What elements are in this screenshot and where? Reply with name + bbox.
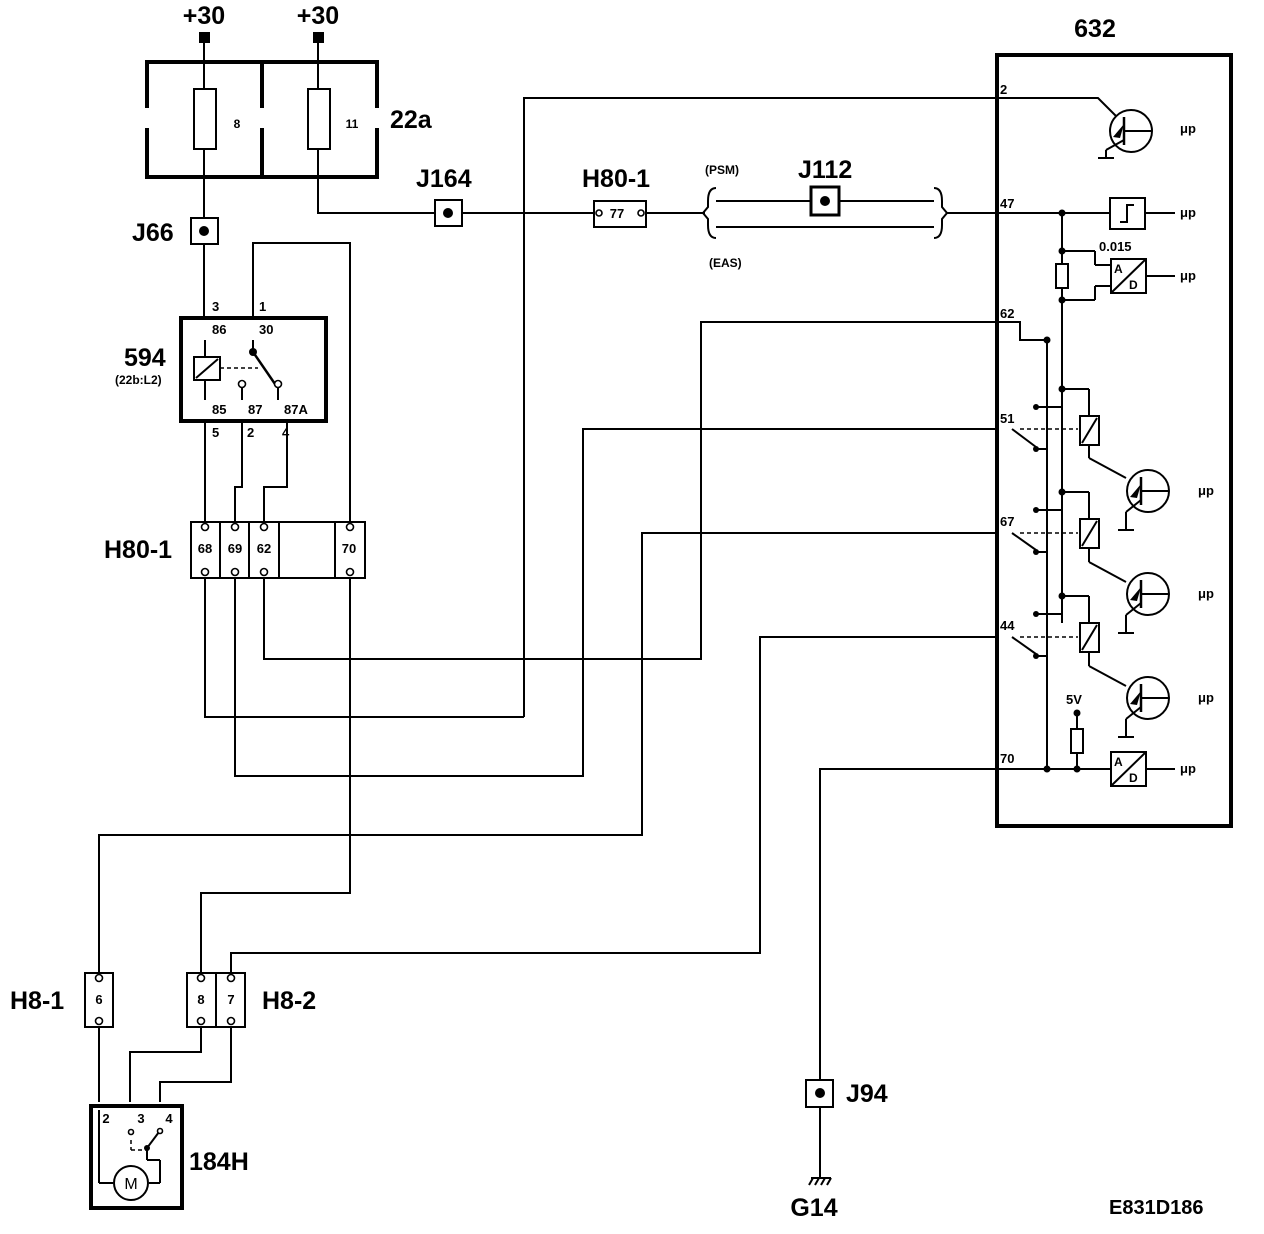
motor-switch-icon	[146, 1131, 160, 1149]
uc-label-6: μp	[1198, 690, 1214, 705]
splice-j164-label: J164	[416, 165, 472, 193]
pullup-resistor-icon	[1070, 728, 1084, 754]
splice-j66: J66	[132, 217, 219, 247]
relay-pin-bottom-2: 2	[247, 425, 254, 440]
relay-term-30: 30	[259, 322, 273, 337]
relay-id: 594	[124, 344, 166, 372]
fuse-11-icon	[307, 88, 331, 150]
shunt-resistor-icon	[1055, 263, 1069, 289]
splice-j112-label: J112	[798, 156, 852, 184]
uc-label-1: μp	[1180, 121, 1196, 136]
connector-h80-1-pin-69: 69	[228, 541, 242, 556]
motor-184h: 2 3 4 M 184H	[89, 1104, 249, 1210]
uc-label-7: μp	[1180, 761, 1196, 776]
connector-h8-2-pin-8: 8	[197, 992, 204, 1007]
module-pin-44: 44	[1000, 618, 1015, 633]
adc-2-d: D	[1129, 771, 1138, 785]
bus-bracket-left	[701, 187, 717, 239]
module-pin-2: 2	[1000, 82, 1007, 97]
connector-h80-1-pin-77: 77	[610, 206, 624, 221]
connector-h80-1-single-label: H80-1	[582, 165, 650, 193]
bus-lower-label: (EAS)	[709, 256, 742, 270]
supply-left-terminal	[199, 32, 210, 43]
motor-pin-4: 4	[165, 1111, 173, 1126]
uc-label-4: μp	[1198, 483, 1214, 498]
motor-label: 184H	[189, 1148, 249, 1176]
relay-term-85: 85	[212, 402, 226, 417]
supply-left-label: +30	[183, 2, 225, 30]
fuse-box-id: 22a	[390, 106, 433, 134]
splice-j164: J164	[416, 165, 472, 227]
uc-label-5: μp	[1198, 586, 1214, 601]
module-pin-70: 70	[1000, 751, 1014, 766]
relay-term-87a: 87A	[284, 402, 308, 417]
connector-h8-1-pin-6: 6	[95, 992, 102, 1007]
supply-terminals: +30 +30	[183, 2, 339, 43]
relay-switch-icon	[251, 351, 277, 385]
connector-h8-2-label: H8-2	[262, 987, 316, 1015]
ref-voltage: 5V	[1066, 692, 1082, 707]
connector-h80-1-single: 77 H80-1	[582, 165, 650, 228]
connector-h8-1: 6 H8-1	[10, 972, 114, 1028]
connector-h80-1: 68 69 62 70 H80-1	[104, 521, 366, 579]
bus-upper-label: (PSM)	[705, 163, 739, 177]
uc-label-2: μp	[1180, 205, 1196, 220]
relay-term-86: 86	[212, 322, 226, 337]
relay-pin-bottom-5: 5	[212, 425, 219, 440]
module-id: 632	[1074, 15, 1116, 43]
adc-2-a: A	[1114, 755, 1123, 769]
relay-pin-bottom-4: 4	[282, 425, 290, 440]
motor-pin-2: 2	[102, 1111, 109, 1126]
splice-j66-label: J66	[132, 219, 174, 247]
fuse-11-label: 11	[346, 117, 359, 131]
connector-h8-1-label: H8-1	[10, 987, 64, 1015]
fuse-8-icon	[193, 88, 217, 150]
shunt-value: 0.015	[1099, 239, 1132, 254]
diagram-id: E831D186	[1109, 1197, 1204, 1219]
adc-1-d: D	[1129, 278, 1138, 292]
splice-j94: J94	[805, 1079, 888, 1108]
motor-pin-3: 3	[137, 1111, 144, 1126]
fuse-box-22a: 8 11 22a	[142, 60, 433, 179]
control-module-632: 632 2 47 62 51 67 44 70 μp μp	[995, 15, 1233, 828]
relay-sub: (22b:L2)	[115, 373, 162, 387]
relay-pin-top-1: 1	[259, 299, 266, 314]
fuse-8-label: 8	[234, 117, 241, 131]
adc-1-a: A	[1114, 262, 1123, 276]
module-pin-67: 67	[1000, 514, 1014, 529]
supply-right-label: +30	[297, 2, 339, 30]
ground-label: G14	[790, 1194, 837, 1222]
supply-right-terminal	[313, 32, 324, 43]
connector-h80-1-label: H80-1	[104, 536, 172, 564]
connector-h8-2-pin-7: 7	[227, 992, 234, 1007]
relay-pin-top-3: 3	[212, 299, 219, 314]
connector-h80-1-pin-70: 70	[342, 541, 356, 556]
connector-h80-1-pin-62: 62	[257, 541, 271, 556]
module-pin-62: 62	[1000, 306, 1014, 321]
uc-label-3: μp	[1180, 268, 1196, 283]
module-pin-51: 51	[1000, 411, 1014, 426]
splice-j94-label: J94	[846, 1080, 888, 1108]
ground-icon	[808, 1177, 814, 1186]
relay-594: 594 (22b:L2) 3 1 86 30 85 87 87A 5 2 4	[115, 299, 328, 440]
motor-icon	[113, 1165, 149, 1201]
module-pin-47: 47	[1000, 196, 1014, 211]
relay-term-87: 87	[248, 402, 262, 417]
wires	[98, 43, 1125, 1178]
connector-h8-2: 8 7 H8-2	[186, 972, 316, 1028]
connector-h80-1-pin-68: 68	[198, 541, 212, 556]
bus-psm-eas: (PSM) (EAS) J112	[701, 156, 949, 270]
bus-bracket-right	[933, 187, 949, 239]
ground-g14: G14	[790, 1177, 838, 1222]
motor-symbol: M	[124, 1176, 137, 1193]
